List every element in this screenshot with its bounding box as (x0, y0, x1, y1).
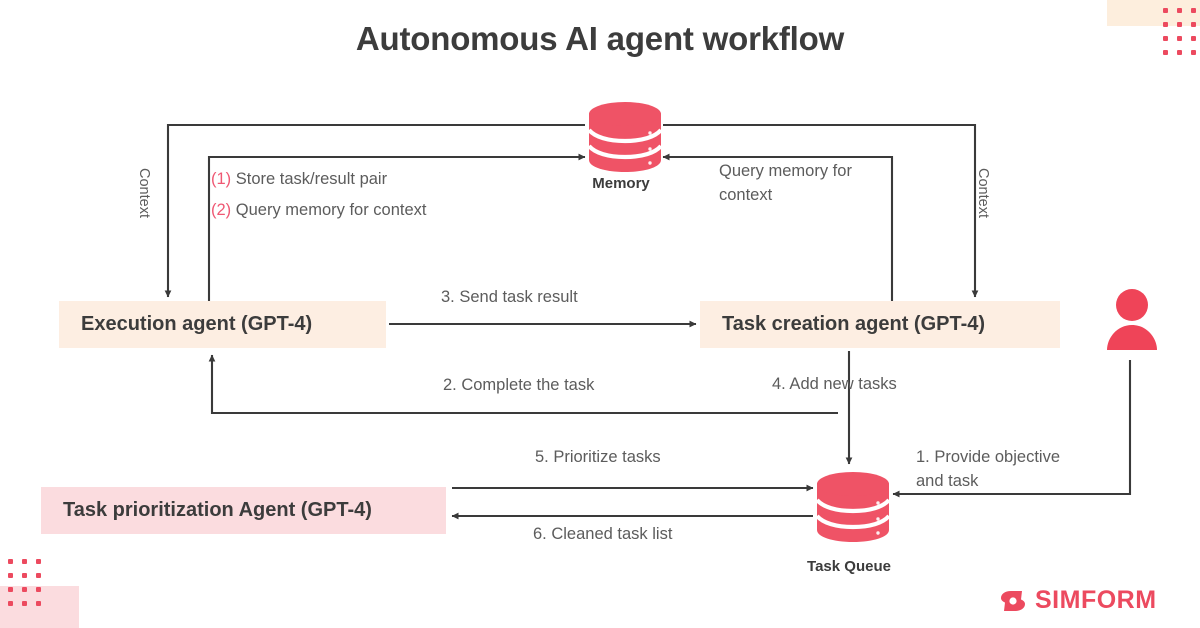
page-title: Autonomous AI agent workflow (355, 20, 845, 57)
edge-label-context-left: Context (136, 168, 152, 218)
edge-label-prioritize-tasks: 5. Prioritize tasks (535, 448, 661, 466)
database-label-memory: Memory (592, 175, 650, 192)
node-task-creation-agent-label: Task creation agent (GPT-4) (722, 313, 986, 335)
brand-name: SIMFORM (1035, 586, 1157, 614)
decor-dot-grid-top-right (1163, 8, 1196, 55)
brand-logo: SIMFORM (999, 586, 1157, 615)
edge-label-complete-the-task: 2. Complete the task (443, 376, 595, 394)
memory-note-2-text: Query memory for context (235, 200, 427, 219)
memory-notes: (1) Store task/result pair (2) Query mem… (211, 164, 427, 225)
decor-rect-bottom-left (0, 586, 79, 628)
edge-label-cleaned-task-list: 6. Cleaned task list (533, 525, 673, 543)
edge-label-add-new-tasks: 4. Add new tasks (772, 375, 897, 393)
decor-dot-grid-bottom-left (8, 559, 41, 606)
node-execution-agent-label: Execution agent (GPT-4) (81, 313, 313, 335)
memory-note-2-number: (2) (211, 200, 232, 219)
decor-rect-top-right (1107, 0, 1200, 26)
node-task-prioritization-agent-label: Task prioritization Agent (GPT-4) (63, 499, 372, 521)
database-label-task-queue: Task Queue (807, 558, 891, 575)
edge-label-context-right: Context (975, 168, 991, 218)
node-task-creation-agent[interactable]: Task creation agent (GPT-4) (700, 301, 1060, 348)
edge-label-query-memory: Query memory for context (719, 162, 852, 204)
user-person-icon (1107, 289, 1157, 350)
node-task-prioritization-agent[interactable]: Task prioritization Agent (GPT-4) (41, 487, 446, 534)
edge-label-send-task-result: 3. Send task result (441, 288, 578, 306)
database-icon-task-queue (815, 472, 891, 542)
database-icon-memory (587, 102, 663, 172)
node-execution-agent[interactable]: Execution agent (GPT-4) (59, 301, 386, 348)
memory-note-1: (1) Store task/result pair (211, 164, 427, 195)
memory-note-2: (2) Query memory for context (211, 195, 427, 226)
memory-note-1-number: (1) (211, 170, 232, 188)
wire-memory-to-taskcreation-context (663, 123, 979, 298)
simform-mark-icon (1001, 590, 1025, 611)
edge-label-provide-objective: 1. Provide objective and task (916, 448, 1060, 490)
memory-note-1-text: Store task/result pair (235, 170, 388, 188)
